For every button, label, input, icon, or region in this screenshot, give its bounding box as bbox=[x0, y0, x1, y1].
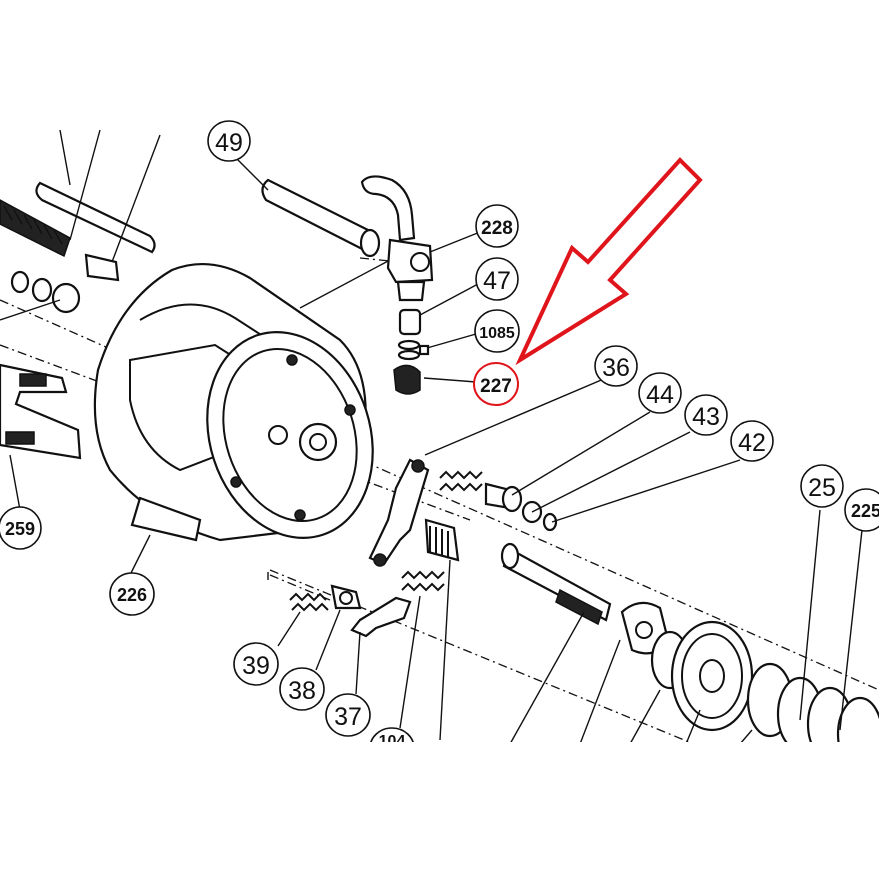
left-shafts bbox=[0, 129, 161, 321]
callout-47: 47 bbox=[475, 257, 519, 301]
svg-text:44: 44 bbox=[646, 381, 674, 409]
callout-49: 49 bbox=[207, 120, 251, 162]
svg-text:226: 226 bbox=[117, 585, 147, 605]
svg-text:225: 225 bbox=[851, 501, 879, 521]
stack-parts bbox=[393, 283, 479, 395]
callout-42: 42 bbox=[730, 420, 774, 462]
svg-text:227: 227 bbox=[480, 376, 512, 397]
svg-text:228: 228 bbox=[481, 218, 513, 239]
svg-text:36: 36 bbox=[602, 354, 630, 382]
svg-text:37: 37 bbox=[334, 703, 362, 731]
callout-225: 225 bbox=[844, 488, 879, 532]
callout-43: 43 bbox=[684, 394, 728, 436]
svg-text:25: 25 bbox=[808, 474, 836, 502]
arrow-pointer-icon bbox=[515, 157, 703, 366]
callout-228: 228 bbox=[475, 204, 519, 248]
callout-37: 37 bbox=[325, 693, 371, 737]
svg-text:49: 49 bbox=[215, 129, 243, 157]
center-mechanism bbox=[368, 377, 741, 741]
svg-text:259: 259 bbox=[5, 519, 35, 539]
svg-text:47: 47 bbox=[483, 267, 511, 295]
svg-text:38: 38 bbox=[288, 677, 316, 705]
lever-228 bbox=[360, 175, 481, 302]
svg-text:42: 42 bbox=[738, 429, 766, 457]
callouts: 49 228 47 1085 227 36 44 43 bbox=[0, 120, 879, 769]
callout-38: 38 bbox=[279, 667, 325, 711]
lower-parts bbox=[267, 572, 412, 695]
callout-259: 259 bbox=[0, 506, 42, 550]
callout-39: 39 bbox=[233, 642, 279, 686]
tube-49 bbox=[235, 157, 381, 258]
side-plate-259 bbox=[0, 363, 82, 511]
drive-gear-train bbox=[500, 509, 879, 772]
bottom-margin bbox=[0, 742, 879, 879]
callout-25: 25 bbox=[800, 464, 844, 508]
callout-36: 36 bbox=[594, 345, 638, 387]
callout-44: 44 bbox=[638, 372, 682, 414]
frame-226 bbox=[93, 259, 391, 576]
svg-text:39: 39 bbox=[242, 652, 270, 680]
callout-1085: 1085 bbox=[474, 309, 520, 353]
svg-text:1085: 1085 bbox=[479, 325, 515, 342]
callout-226: 226 bbox=[109, 572, 155, 616]
callout-227: 227 bbox=[473, 362, 519, 406]
svg-text:43: 43 bbox=[692, 403, 720, 431]
